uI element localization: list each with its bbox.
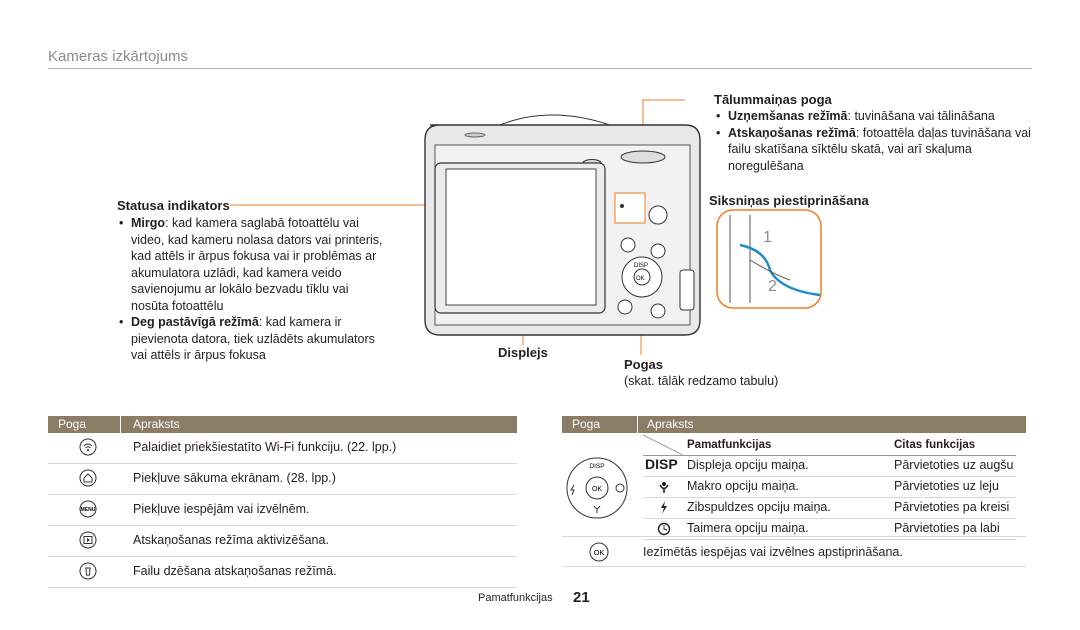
macro-icon (593, 505, 601, 513)
table-row: OK Iezīmētās iespējas vai izvēlnes apsti… (562, 538, 1026, 567)
status-item: Deg pastāvīgā režīmā: kad kamera ir piev… (117, 314, 387, 364)
macro-icon (659, 482, 669, 493)
svg-text:OK: OK (592, 486, 602, 493)
zoom-item: Atskaņošanas režīmā: fotoattēla daļas tu… (714, 125, 1034, 175)
col-description: Apraksts (133, 417, 180, 431)
timer-icon (657, 522, 671, 536)
display-title: Displejs (498, 345, 548, 360)
status-title: Statusa indikators (117, 198, 230, 213)
table-row: MENU Piekļuve iespējām vai izvēlnēm. (48, 495, 517, 526)
table-row: Taimera opciju maiņa. Pārvietoties pa la… (643, 519, 1016, 540)
row-text: Failu dzēšana atskaņošanas režīmā. (133, 564, 337, 578)
buttons-title: Pogas (624, 357, 664, 372)
strap-title: Siksniņas piestiprināšana (709, 193, 869, 208)
row-text: Palaidiet priekšiestatīto Wi-Fi funkciju… (133, 440, 397, 454)
col-description: Apraksts (647, 417, 694, 431)
row-text: Atskaņošanas režīma aktivizēšana. (133, 533, 329, 547)
table-row: Makro opciju maiņa. Pārvietoties uz leju (643, 477, 1016, 498)
camera-illustration: OK DISP (230, 99, 822, 355)
flash-icon (570, 484, 575, 496)
strap-inset (716, 209, 822, 309)
page-number: 21 (573, 589, 590, 606)
zoom-item: Uzņemšanas režīmā: tuvināšana vai tālinā… (714, 108, 1034, 125)
status-list: Mirgo: kad kamera saglabā fotoattēlu vai… (117, 215, 387, 364)
table-row: Zibspuldzes opciju maiņa. Pārvietoties p… (643, 498, 1016, 519)
table-row: Failu dzēšana atskaņošanas režīmā. (48, 557, 517, 588)
page-header: Kameras izkārtojums (48, 48, 189, 65)
timer-icon (615, 483, 625, 493)
svg-text:DISP: DISP (634, 263, 648, 269)
flash-icon (661, 501, 667, 514)
ok-icon: OK (589, 542, 609, 562)
trash-icon (79, 562, 97, 580)
sub-header: Pamatfunkcijas Citas funkcijas (643, 437, 1016, 456)
home-icon (79, 469, 97, 487)
wifi-icon (79, 438, 97, 456)
disp-icon: DISP (645, 456, 678, 472)
table-row: DISP Displeja opciju maiņa. Pārvietoties… (643, 456, 1016, 477)
strap-step-1: 1 (763, 229, 772, 246)
navpad-illustration: OK DISP (566, 457, 628, 519)
svg-text:OK: OK (594, 548, 605, 557)
svg-text:MENU: MENU (81, 507, 96, 513)
svg-text:OK: OK (636, 276, 645, 282)
col-button: Poga (58, 417, 87, 431)
table-row: Atskaņošanas režīma aktivizēšana. (48, 526, 517, 557)
left-table-header: Poga Apraksts (48, 416, 517, 433)
header-rule (48, 68, 1032, 69)
row-text: Piekļuve sākuma ekrānam. (28. lpp.) (133, 471, 336, 485)
zoom-list: Uzņemšanas režīmā: tuvināšana vai tālinā… (714, 108, 1034, 174)
strap-step-2: 2 (768, 278, 777, 295)
buttons-note: (skat. tālāk redzamo tabulu) (624, 374, 779, 388)
table-row: Palaidiet priekšiestatīto Wi-Fi funkciju… (48, 433, 517, 464)
playback-icon (79, 531, 97, 549)
row-text: Piekļuve iespējām vai izvēlnēm. (133, 502, 310, 516)
table-row: Piekļuve sākuma ekrānam. (28. lpp.) (48, 464, 517, 495)
svg-text:DISP: DISP (589, 463, 604, 470)
status-item: Mirgo: kad kamera saglabā fotoattēlu vai… (117, 215, 387, 314)
right-table-header: Poga Apraksts (562, 416, 1026, 433)
footer-section: Pamatfunkcijas (478, 592, 553, 604)
zoom-title: Tālummaiņas poga (714, 92, 832, 107)
col-button: Poga (572, 417, 601, 431)
menu-icon: MENU (79, 500, 97, 518)
